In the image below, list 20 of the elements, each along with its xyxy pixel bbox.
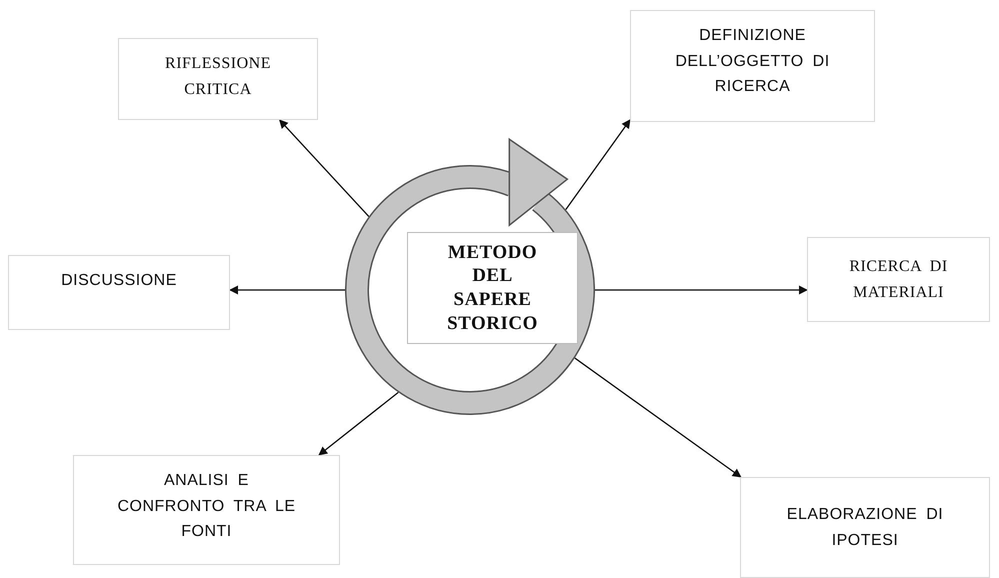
box-label: DISCUSSIONE — [61, 271, 177, 291]
text-box — [740, 477, 990, 578]
arrow — [595, 286, 808, 294]
box-label: METODO DEL SAPERE STORICO — [446, 240, 539, 336]
arrow — [565, 119, 631, 210]
text-box — [630, 10, 875, 122]
text-box — [73, 455, 340, 565]
box-label: RIFLESSIONE CRITICA — [164, 54, 272, 100]
text-box — [807, 237, 990, 322]
text-box — [118, 38, 318, 120]
arrow — [318, 392, 399, 456]
box-label: RICERCA DI MATERIALI — [848, 256, 949, 302]
text-box — [407, 232, 578, 344]
arrow — [574, 358, 742, 478]
box-label: DEFINIZIONE DELL’OGGETTO DI RICERCA — [674, 26, 831, 98]
arrow — [229, 286, 345, 294]
text-box — [8, 255, 230, 330]
box-label: ANALISI E CONFRONTO TRA LE FONTI — [116, 471, 297, 542]
box-label: ELABORAZIONE DI IPOTESI — [786, 504, 944, 550]
arrow — [279, 119, 370, 217]
